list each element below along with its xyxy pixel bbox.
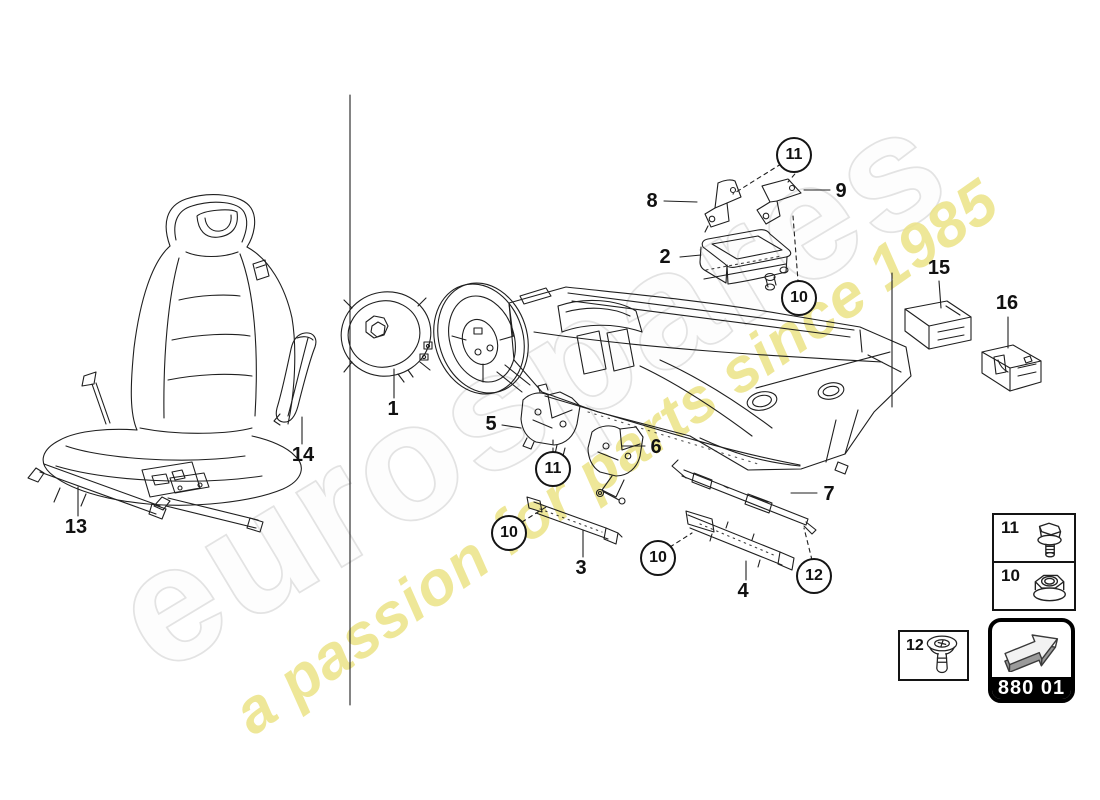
seat-drawing: [27, 194, 302, 533]
part-16-block: [981, 344, 1042, 392]
callout-13[interactable]: 13: [64, 516, 88, 538]
part-8-bracket: [704, 179, 742, 233]
part-7-rail: [671, 459, 817, 535]
circled-callout-10-top[interactable]: 10: [781, 280, 817, 316]
callout-6[interactable]: 6: [650, 436, 662, 458]
callout-7[interactable]: 7: [823, 483, 835, 505]
circled-callout-10-right[interactable]: 10: [640, 540, 676, 576]
callout-15[interactable]: 15: [927, 257, 951, 279]
callout-9[interactable]: 9: [835, 180, 847, 202]
instrument-panel-drawing: [508, 286, 912, 475]
callout-1[interactable]: 1: [387, 398, 399, 420]
circled-callout-11-mid[interactable]: 11: [535, 451, 571, 487]
arrow-icon: [1004, 634, 1059, 673]
fastener-ref-10: 10: [1001, 566, 1020, 585]
callout-5[interactable]: 5: [485, 413, 497, 435]
fastener-legend-row-nut: 10: [994, 561, 1074, 609]
part-1-driver-airbag: [340, 291, 433, 383]
callout-16[interactable]: 16: [995, 292, 1019, 314]
part-5-bracket: [520, 383, 581, 457]
fastener-legend: 11 10: [992, 513, 1076, 611]
part-4-rail: [685, 510, 795, 571]
callout-4[interactable]: 4: [737, 580, 749, 602]
clip-legend: 12: [898, 630, 969, 681]
callout-8[interactable]: 8: [646, 190, 658, 212]
push-clip-icon: [926, 635, 958, 674]
callout-14[interactable]: 14: [291, 444, 315, 466]
hex-bolt-icon: [1037, 522, 1062, 558]
section-badge[interactable]: 880 01: [988, 618, 1075, 703]
clip-ref-12: 12: [906, 637, 924, 654]
fastener-ref-11: 11: [1001, 518, 1019, 537]
dashed-leader-lines: [521, 163, 813, 561]
callout-2[interactable]: 2: [659, 246, 671, 268]
steering-wheel-drawing: [433, 282, 531, 395]
part-14-side-trim: [273, 332, 317, 426]
section-code: 880 01: [992, 677, 1071, 699]
part-9-bracket: [756, 178, 802, 225]
circled-callout-10-left[interactable]: 10: [491, 515, 527, 551]
circled-callout-11-top[interactable]: 11: [776, 137, 812, 173]
fastener-legend-row-bolt: 11: [994, 515, 1074, 561]
circled-callout-12[interactable]: 12: [796, 558, 832, 594]
part-3-rail: [526, 496, 623, 545]
part-2-passenger-airbag: [699, 229, 792, 291]
leader-lines: [77, 189, 1009, 581]
section-arrow-area: [992, 622, 1071, 677]
callout-3[interactable]: 3: [575, 557, 587, 579]
part-15-block: [904, 300, 972, 350]
flange-nut-icon: [1033, 574, 1066, 602]
part-6-bracket: [587, 425, 644, 505]
